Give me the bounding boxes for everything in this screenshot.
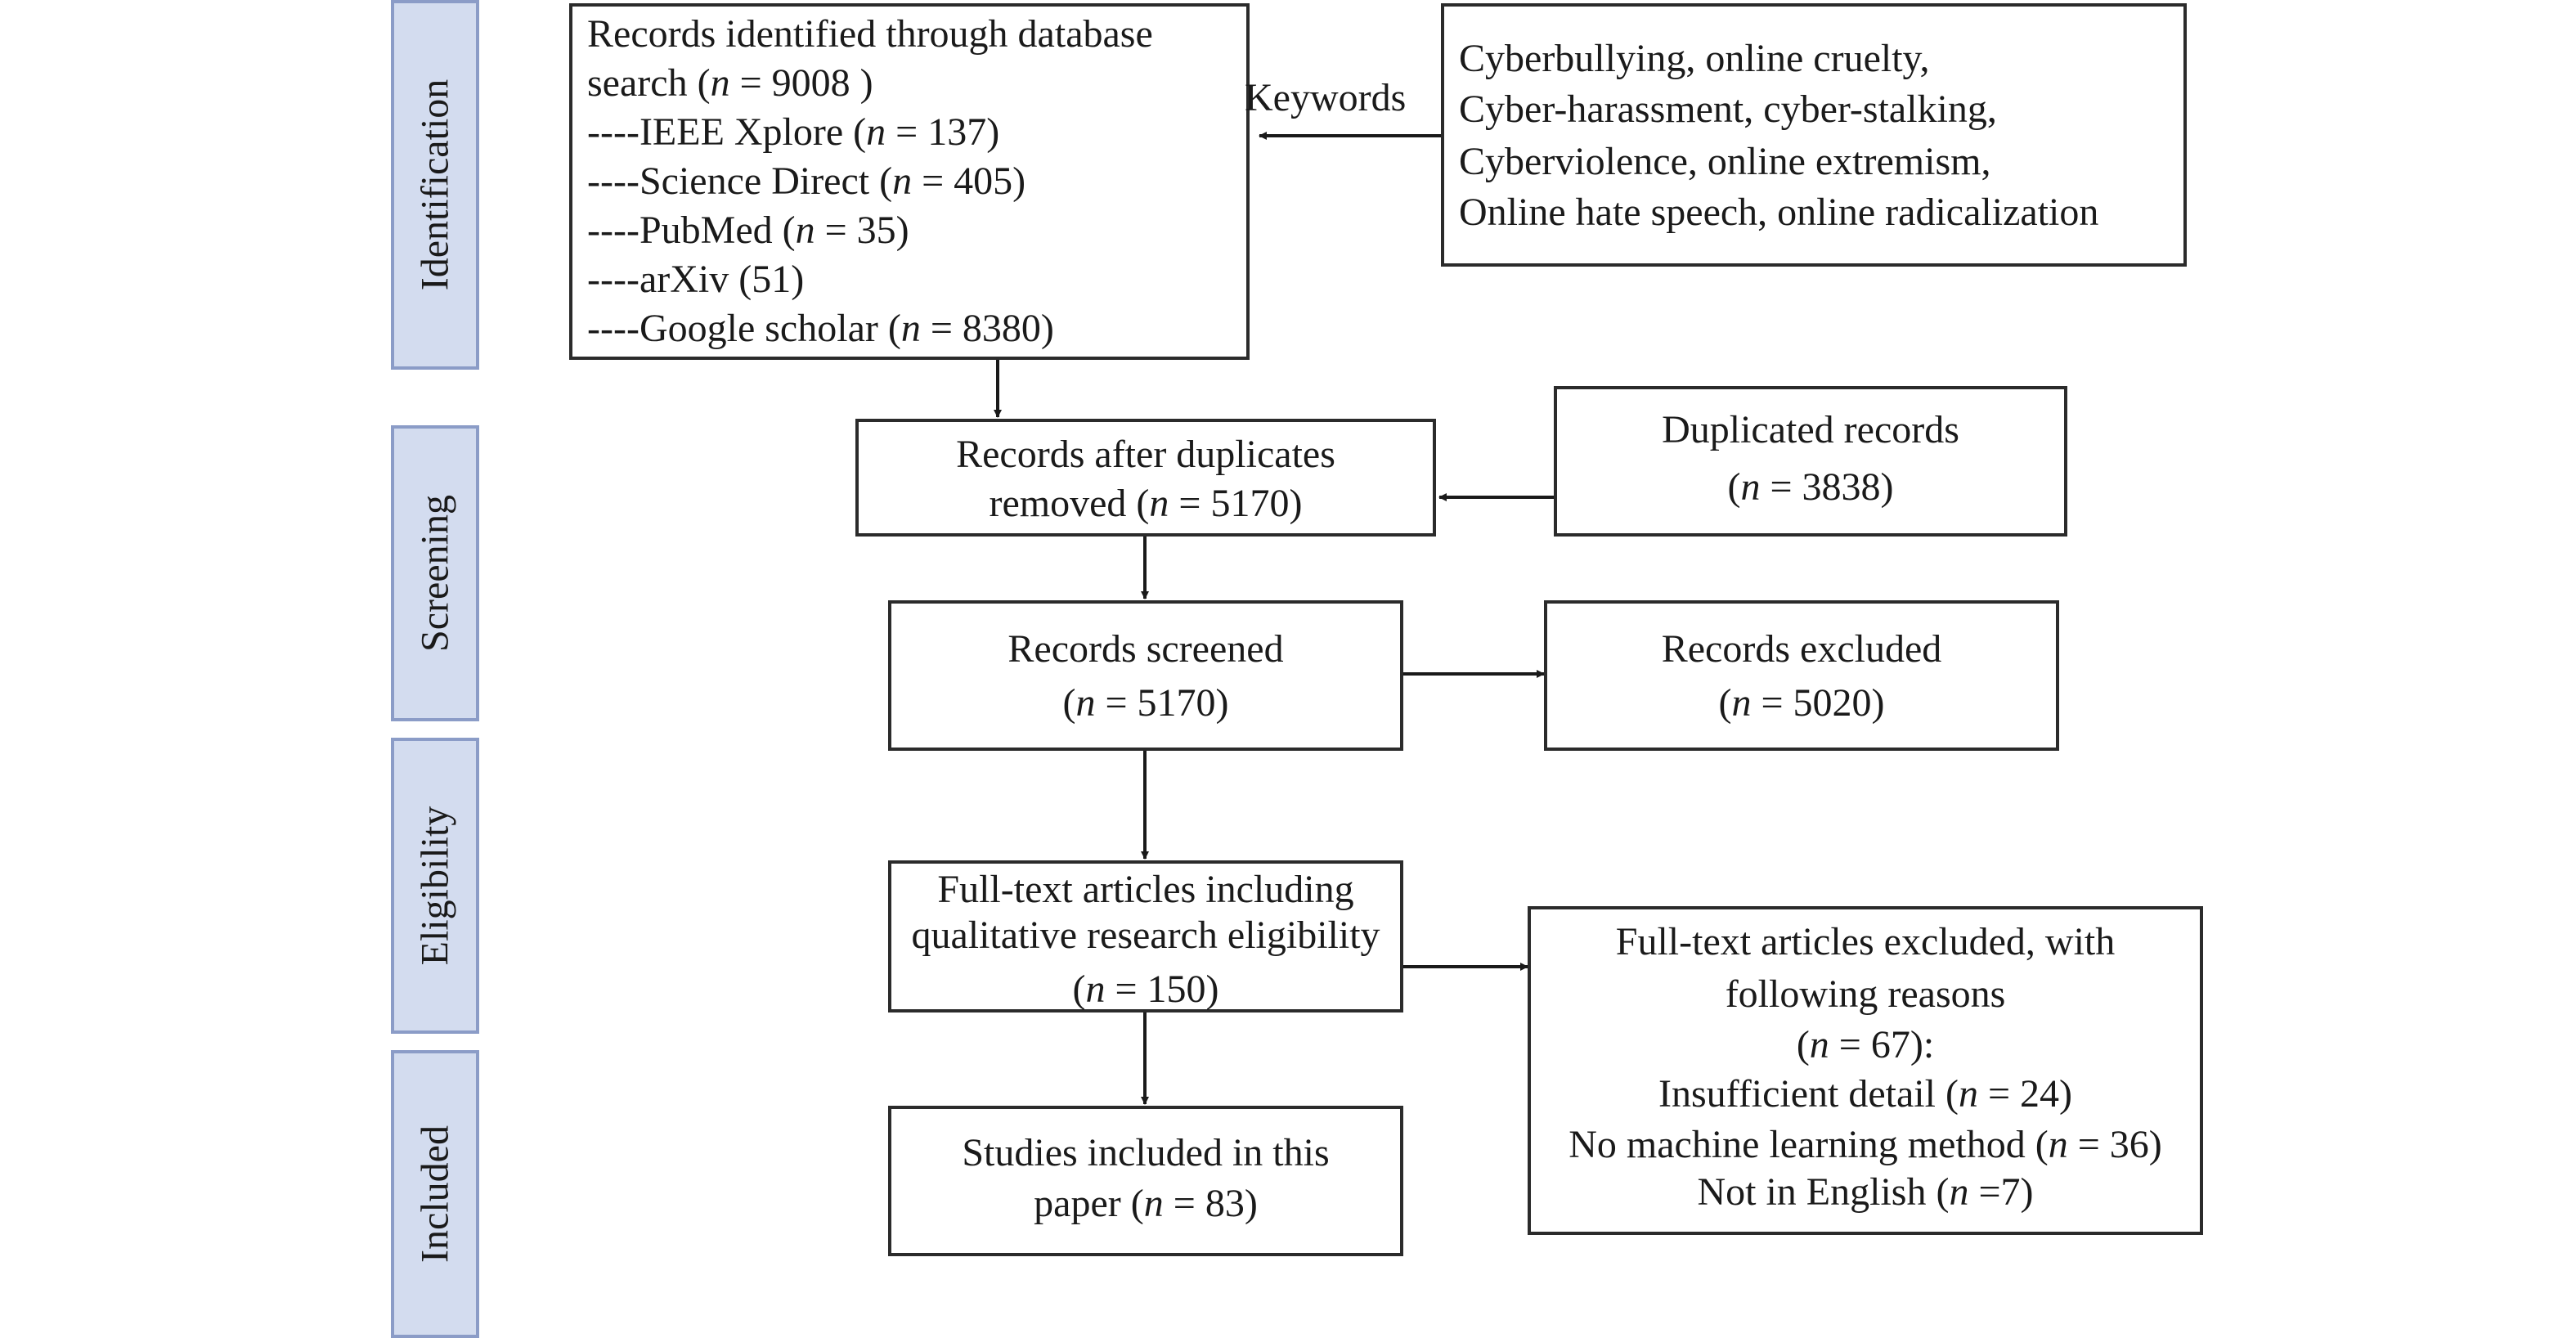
duplicated-records-box: Duplicated records (n = 3838) (1554, 386, 2067, 537)
fulltext-line1: Full-text articles including (937, 868, 1354, 911)
records-excluded-box: Records excluded (n = 5020) (1544, 600, 2059, 751)
screened-line2: (n = 5170) (1062, 681, 1229, 725)
phase-included: Included (391, 1050, 479, 1338)
reason-no-ml-method: No machine learning method (n = 36) (1568, 1123, 2162, 1166)
included-line1: Studies included in this (962, 1131, 1330, 1174)
source-pubmed: ----PubMed (n = 35) (587, 209, 909, 252)
phase-identification: Identification (391, 0, 479, 370)
fulltext-line3: (n = 150) (1072, 968, 1219, 1011)
after-duplicates-box: Records after duplicates removed (n = 51… (855, 419, 1436, 537)
fulltext-excluded-total: (n = 67): (1796, 1023, 1935, 1066)
reason-not-in-english: Not in English (n =7) (1697, 1170, 2034, 1214)
fulltext-excluded-line2: following reasons (1725, 972, 2006, 1016)
keywords-label: Keywords (1245, 76, 1407, 119)
records-screened-box: Records screened (n = 5170) (888, 600, 1403, 751)
source-arxiv: ----arXiv (51) (587, 258, 805, 301)
database-search-box: Records identified through database sear… (569, 3, 1250, 360)
database-search-total: search (n = 9008 ) (587, 61, 873, 105)
reason-insufficient-detail: Insufficient detail (n = 24) (1658, 1072, 2073, 1116)
keywords-line4: Online hate speech, online radicalizatio… (1459, 191, 2099, 234)
screened-line1: Records screened (1008, 627, 1284, 671)
keywords-line2: Cyber-harassment, cyber-stalking, (1459, 88, 1997, 131)
keywords-line3: Cyberviolence, online extremism, (1459, 140, 1991, 183)
fulltext-excluded-line1: Full-text articles excluded, with (1615, 920, 2116, 963)
fulltext-line2: qualitative research eligibility (911, 914, 1380, 957)
studies-included-box: Studies included in this paper (n = 83) (888, 1106, 1403, 1256)
source-ieee-xplore: ----IEEE Xplore (n = 137) (587, 110, 1000, 154)
after-duplicates-line2: removed (n = 5170) (989, 482, 1303, 525)
keywords-box: Cyberbullying, online cruelty, Cyber-har… (1441, 3, 2187, 267)
source-google-scholar: ----Google scholar (n = 8380) (587, 307, 1054, 350)
after-duplicates-line1: Records after duplicates (956, 433, 1335, 476)
database-search-line1: Records identified through database (587, 12, 1153, 56)
fulltext-excluded-box: Full-text articles excluded, with follow… (1528, 906, 2203, 1235)
duplicated-line2: (n = 3838) (1727, 465, 1894, 509)
excluded-line1: Records excluded (1661, 627, 1942, 671)
excluded-line2: (n = 5020) (1718, 681, 1885, 725)
phase-eligibility: Eligibility (391, 738, 479, 1034)
fulltext-eligibility-box: Full-text articles including qualitative… (888, 860, 1403, 1012)
duplicated-line1: Duplicated records (1662, 408, 1959, 451)
included-line2: paper (n = 83) (1034, 1182, 1258, 1225)
phase-screening: Screening (391, 425, 479, 721)
keywords-line1: Cyberbullying, online cruelty, (1459, 37, 1930, 80)
source-science-direct: ----Science Direct (n = 405) (587, 159, 1026, 203)
